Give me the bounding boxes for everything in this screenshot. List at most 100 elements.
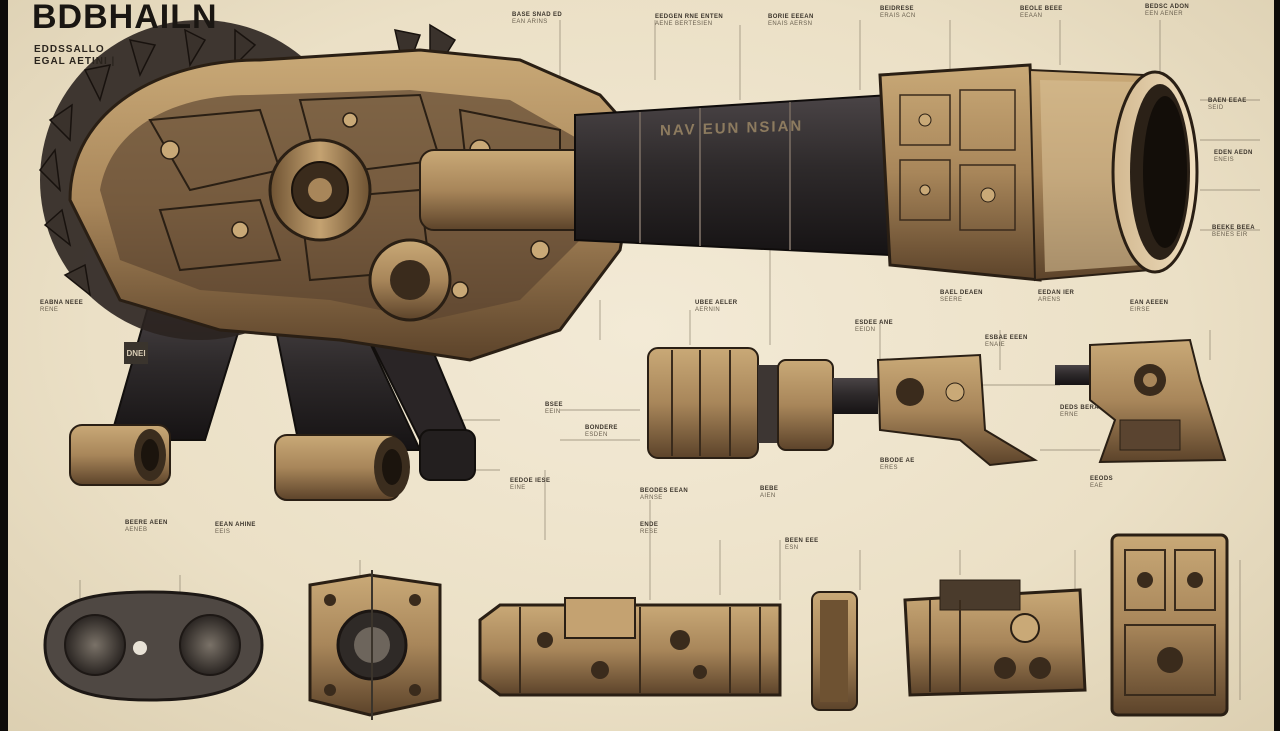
sheet-title: BDBHAILN <box>32 0 218 36</box>
annotation-subtext: EEIS <box>215 529 231 535</box>
annotation-subtext: AENEB <box>125 527 148 533</box>
annotation-subtext: EEIDN <box>855 327 876 333</box>
annotation-subtext: EAN ARINS <box>512 19 548 25</box>
annotation-title: EEDGEN RNE ENTEN <box>655 14 724 20</box>
sheet-subtitle-line-2: EGAL AETINI | <box>34 56 116 67</box>
annotation-title: ESDEE ANE <box>855 320 894 326</box>
annotation-subtext: ARENS <box>1038 297 1061 303</box>
annotation-title: EEDAN IER <box>1038 290 1075 296</box>
annotation-subtext: AIEN <box>760 493 776 499</box>
annotation-subtext: EIRSE <box>1130 307 1151 313</box>
annotation-title: UBEE AELER <box>695 300 738 306</box>
annotation-subtext: AERNIN <box>695 307 721 313</box>
cannon-barrel <box>574 63 1199 282</box>
annotation-subtext: BENES EIR <box>1212 232 1248 238</box>
annotation-subtext: ENEIS <box>1214 157 1235 163</box>
cannon-gear-housing <box>39 20 642 362</box>
annotation-subtext: ESDEN <box>585 432 608 438</box>
component-ring-clamp <box>811 591 858 711</box>
annotation-subtext: RESE <box>640 529 658 535</box>
annotation-title: BAEN EEAE <box>1208 98 1247 104</box>
annotation-subtext: ERNE <box>1060 412 1079 418</box>
annotation-title: EDEN AEDN <box>1214 150 1253 156</box>
annotation-title: BEOLE BEEE <box>1020 6 1063 12</box>
annotation-subtext: ENAIS AERSN <box>768 21 813 27</box>
right-frame-edge <box>1274 0 1280 731</box>
annotation-subtext: ENAIE <box>985 342 1006 348</box>
component-tall-housing <box>1110 533 1229 717</box>
annotation-subtext: ERES <box>880 465 898 471</box>
annotation-subtext: SEERE <box>940 297 963 303</box>
annotation-title: BEBE <box>760 486 779 492</box>
annotation-subtext: EINE <box>510 485 526 491</box>
component-gear-plate <box>308 570 442 720</box>
annotation-title: BEODES EEAN <box>640 488 689 494</box>
annotation-title: BEEN EEE <box>785 538 819 544</box>
annotation-title: BSEE <box>545 402 563 408</box>
annotation-subtext: EEIN <box>545 409 561 415</box>
annotation-subtext: EAE <box>1090 483 1104 489</box>
annotation-subtext: SEID <box>1208 105 1224 111</box>
annotation-title: BORIE EEEAN <box>768 14 814 20</box>
left-frame-edge <box>0 0 8 731</box>
annotation-title: ESBAE EEEN <box>985 335 1028 341</box>
annotation-subtext: EEN AENER <box>1145 11 1183 17</box>
annotation-title: BAEL DEAEN <box>940 290 983 296</box>
annotation-title: BASE SNAD ED <box>512 12 563 18</box>
component-engine-block <box>903 579 1087 697</box>
component-barrel-section <box>478 597 782 697</box>
annotation-title: DEDS BERA <box>1060 405 1099 411</box>
annotation-subtext: ERAIS ACN <box>880 13 916 19</box>
annotation-title: EABNA NEEE <box>40 300 84 306</box>
barrel-side-profile <box>647 347 1039 467</box>
annotation-subtext: AENE BERTESIEN <box>655 21 713 27</box>
annotation-title: BEEKE BEEA <box>1212 225 1256 231</box>
annotation-subtext: RENE <box>40 307 59 313</box>
annotation-title: ENDE <box>640 522 659 528</box>
sheet-subtitle-line-1: EDDSSALLO <box>34 44 105 55</box>
annotation-subtext: ESN <box>785 545 799 551</box>
annotation-title: BONDERE <box>585 425 618 431</box>
annotation-title: EAN AEEEN <box>1130 300 1169 306</box>
annotation-title: EEODS <box>1090 476 1114 482</box>
section-badge: DNEI <box>124 342 148 364</box>
rear-breech-profile <box>1055 338 1227 464</box>
annotation-title: EEAN AHINE <box>215 522 256 528</box>
component-oval-casing <box>43 590 264 702</box>
annotation-subtext: EEAAN <box>1020 13 1043 19</box>
annotation-subtext: ARNSE <box>640 495 663 501</box>
annotation-title: BEIDRESE <box>880 6 914 12</box>
leader-lines <box>79 20 1260 700</box>
main-cannon <box>39 20 1199 501</box>
annotation-title: BEERE AEEN <box>125 520 168 526</box>
